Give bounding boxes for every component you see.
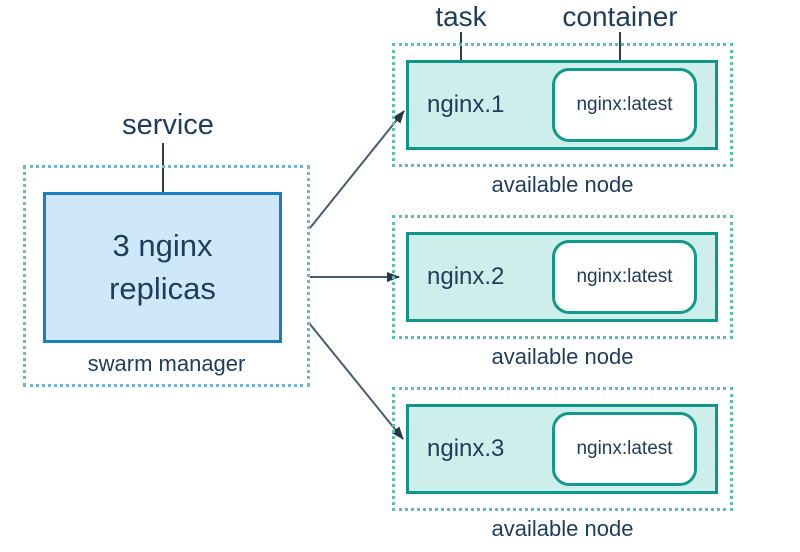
task-label: task: [435, 1, 487, 32]
task-name-3: nginx.3: [427, 435, 505, 462]
arrow-to-node-1: [309, 110, 405, 229]
container-name-3: nginx:latest: [576, 438, 673, 459]
task-name-1: nginx.1: [427, 91, 505, 118]
service-box-text-line1: 3 nginx: [112, 227, 213, 263]
swarm-manager-caption: swarm manager: [87, 351, 246, 376]
service-box-text-line2: replicas: [109, 270, 216, 306]
node-caption-1: available node: [491, 172, 634, 197]
container-name-2: nginx:latest: [576, 266, 673, 287]
task-box-2: nginx.2 nginx:latest: [406, 232, 718, 322]
node-caption-3: available node: [491, 516, 634, 541]
node-caption-2: available node: [491, 344, 634, 369]
service-box: 3 nginx replicas: [43, 192, 282, 343]
container-box-2: nginx:latest: [552, 240, 697, 314]
available-node-3: nginx.3 nginx:latest available node: [392, 387, 733, 541]
container-name-1: nginx:latest: [576, 94, 673, 115]
available-node-2: nginx.2 nginx:latest available node: [392, 215, 733, 369]
container-label: container: [562, 1, 678, 32]
task-box-3: nginx.3 nginx:latest: [406, 404, 718, 494]
arrow-to-node-3: [308, 322, 404, 440]
service-label: service: [122, 109, 214, 141]
task-box-1: nginx.1 nginx:latest: [406, 60, 718, 150]
available-node-1: nginx.1 nginx:latest available node: [392, 43, 733, 197]
task-name-2: nginx.2: [427, 263, 505, 290]
container-box-1: nginx:latest: [552, 68, 697, 142]
swarm-manager-group: 3 nginx replicas swarm manager: [23, 165, 310, 387]
container-box-3: nginx:latest: [552, 412, 697, 486]
